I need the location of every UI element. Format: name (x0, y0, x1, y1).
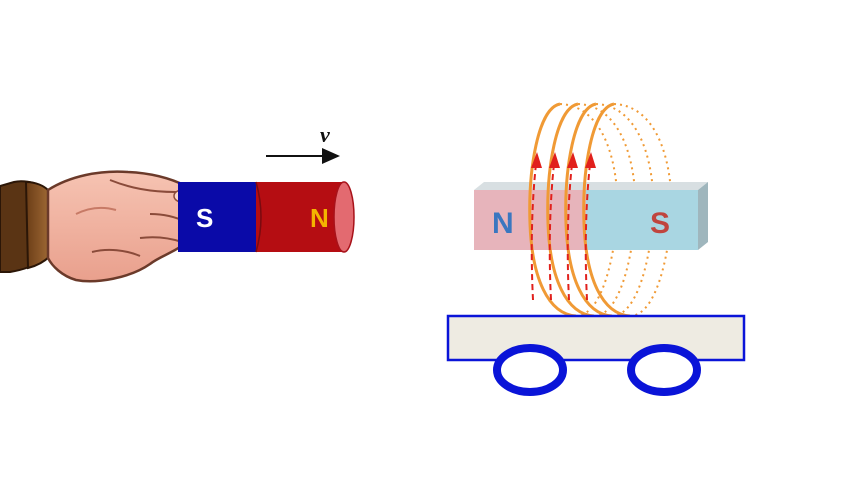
current-arrow-icons (531, 152, 596, 168)
velocity-label: v (320, 122, 330, 147)
cart-magnet-south-label: S (650, 207, 670, 240)
current-arrow-icon (549, 152, 560, 168)
hand-bar-magnet: S N (178, 181, 355, 253)
cart-coil-group: N S (446, 102, 746, 396)
hand-illustration (46, 170, 198, 283)
magnet-north-pole (256, 182, 346, 252)
magnet-end-cap (333, 181, 355, 253)
cart-body (446, 314, 746, 362)
magnet-north-label: N (310, 203, 329, 233)
coil-back-segments (559, 103, 673, 317)
current-arrow-icon (531, 152, 542, 168)
magnet-south-pole (178, 182, 264, 252)
magnet-south-label: S (196, 203, 213, 233)
cart-wheel-left (493, 344, 567, 396)
cart-wheel-right (627, 344, 701, 396)
cart-magnet-north-label: N (492, 207, 514, 240)
hand-magnet-group: v S N (0, 122, 355, 283)
cart (446, 314, 746, 396)
cart-bar-magnet: N S (474, 182, 708, 250)
current-arrow-icon (567, 152, 578, 168)
current-arrow-icon (585, 152, 596, 168)
coil-front-segments (528, 102, 631, 318)
cart-magnet-south-pole (586, 190, 698, 250)
sleeve-cuff (0, 180, 52, 273)
